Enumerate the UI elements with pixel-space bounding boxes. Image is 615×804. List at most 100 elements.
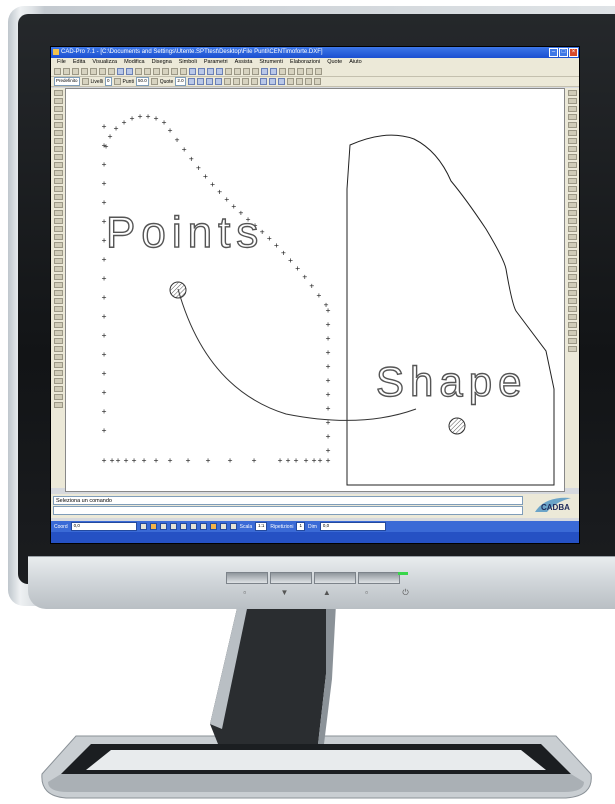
polyline-tool-icon[interactable]: [198, 68, 205, 75]
redo-icon[interactable]: [126, 68, 133, 75]
ortho-toggle-icon[interactable]: [169, 523, 177, 530]
text-tool-icon[interactable]: [225, 68, 232, 75]
right-tool-button[interactable]: [567, 178, 577, 184]
menu-modifica[interactable]: Modifica: [124, 59, 145, 65]
right-tool-button[interactable]: [567, 98, 577, 104]
right-tool-button[interactable]: [567, 138, 577, 144]
mirror-icon[interactable]: [259, 78, 267, 85]
left-tool-button[interactable]: [53, 122, 63, 128]
model-toggle-icon[interactable]: [219, 523, 227, 530]
print-icon[interactable]: [81, 68, 88, 75]
right-tool-button[interactable]: [567, 194, 577, 200]
punti-field[interactable]: 50.0: [135, 77, 149, 86]
left-tool-button[interactable]: [53, 354, 63, 360]
quote-field[interactable]: 2.0: [175, 77, 186, 86]
right-tool-button[interactable]: [567, 202, 577, 208]
left-tool-button[interactable]: [53, 90, 63, 96]
left-tool-button[interactable]: [53, 298, 63, 304]
left-tool-button[interactable]: [53, 314, 63, 320]
livelli-field[interactable]: 0: [105, 77, 112, 86]
monitor-up-button[interactable]: [314, 572, 356, 584]
maximize-icon[interactable]: □: [559, 48, 568, 57]
drawing-canvas[interactable]: ++++++++++++++++++++++++++++++++++++++++…: [65, 88, 565, 492]
left-tool-button[interactable]: [53, 202, 63, 208]
left-tool-button[interactable]: [53, 218, 63, 224]
scala-field[interactable]: 1:1: [255, 522, 268, 531]
left-tool-button[interactable]: [53, 322, 63, 328]
left-tool-button[interactable]: [53, 250, 63, 256]
snap-icon[interactable]: [261, 68, 268, 75]
right-tool-button[interactable]: [567, 314, 577, 320]
left-tool-button[interactable]: [53, 114, 63, 120]
trim-icon[interactable]: [295, 78, 303, 85]
align-left-icon[interactable]: [196, 78, 204, 85]
fillet-icon[interactable]: [313, 78, 321, 85]
left-tool-button[interactable]: [53, 98, 63, 104]
left-tool-button[interactable]: [53, 130, 63, 136]
zoom-in-icon[interactable]: [144, 68, 151, 75]
bold-icon[interactable]: [223, 78, 231, 85]
right-tool-button[interactable]: [567, 266, 577, 272]
right-tool-button[interactable]: [567, 114, 577, 120]
left-tool-button[interactable]: [53, 362, 63, 368]
left-tool-button[interactable]: [53, 210, 63, 216]
cut-icon[interactable]: [90, 68, 97, 75]
line-tool-icon[interactable]: [189, 68, 196, 75]
right-tool-button[interactable]: [567, 218, 577, 224]
menu-parametri[interactable]: Parametri: [203, 59, 228, 65]
font-icon[interactable]: [250, 78, 258, 85]
left-tool-button[interactable]: [53, 242, 63, 248]
menu-visualizza[interactable]: Visualizza: [92, 59, 118, 65]
help-icon[interactable]: [315, 68, 322, 75]
left-tool-button[interactable]: [53, 146, 63, 152]
left-tool-button[interactable]: [53, 282, 63, 288]
extend-icon[interactable]: [304, 78, 312, 85]
left-tool-button[interactable]: [53, 258, 63, 264]
measure-icon[interactable]: [306, 68, 313, 75]
properties-icon[interactable]: [297, 68, 304, 75]
right-tool-button[interactable]: [567, 90, 577, 96]
right-tool-button[interactable]: [567, 170, 577, 176]
linetype-icon[interactable]: [113, 78, 121, 85]
left-tool-button[interactable]: [53, 194, 63, 200]
circle-tool-icon[interactable]: [216, 68, 223, 75]
underline-icon[interactable]: [241, 78, 249, 85]
left-tool-button[interactable]: [53, 186, 63, 192]
rotate-icon[interactable]: [268, 78, 276, 85]
left-tool-button[interactable]: [53, 370, 63, 376]
right-tool-button[interactable]: [567, 122, 577, 128]
array-icon[interactable]: [286, 78, 294, 85]
pan-icon[interactable]: [135, 68, 142, 75]
menu-elaborazioni[interactable]: Elaborazioni: [289, 59, 321, 65]
left-tool-button[interactable]: [53, 338, 63, 344]
command-input-field[interactable]: [53, 506, 523, 515]
menu-aiuto[interactable]: Aiuto: [349, 59, 362, 65]
color-icon[interactable]: [81, 78, 89, 85]
menu-assista[interactable]: Assista: [234, 59, 253, 65]
align-right-icon[interactable]: [214, 78, 222, 85]
layer-toggle-icon[interactable]: [199, 523, 207, 530]
menu-simboli[interactable]: Simboli: [178, 59, 197, 65]
block-tool-icon[interactable]: [252, 68, 259, 75]
right-tool-button[interactable]: [567, 154, 577, 160]
command-prompt-field[interactable]: Seleziona un comando: [53, 496, 523, 505]
left-tool-button[interactable]: [53, 154, 63, 160]
right-tool-button[interactable]: [567, 210, 577, 216]
left-tool-button[interactable]: [53, 386, 63, 392]
grid-toggle-icon[interactable]: [159, 523, 167, 530]
menu-file[interactable]: File: [57, 59, 66, 65]
open-file-icon[interactable]: [63, 68, 70, 75]
left-tool-button[interactable]: [53, 274, 63, 280]
save-icon[interactable]: [72, 68, 79, 75]
right-tool-button[interactable]: [567, 106, 577, 112]
right-tool-button[interactable]: [567, 338, 577, 344]
left-tool-button[interactable]: [53, 330, 63, 336]
right-tool-button[interactable]: [567, 298, 577, 304]
left-tool-button[interactable]: [53, 234, 63, 240]
redraw-icon[interactable]: [180, 68, 187, 75]
left-tool-button[interactable]: [53, 178, 63, 184]
left-tool-button[interactable]: [53, 138, 63, 144]
hatch-tool-icon[interactable]: [243, 68, 250, 75]
menu-quote[interactable]: Quote: [327, 59, 343, 65]
italic-icon[interactable]: [232, 78, 240, 85]
